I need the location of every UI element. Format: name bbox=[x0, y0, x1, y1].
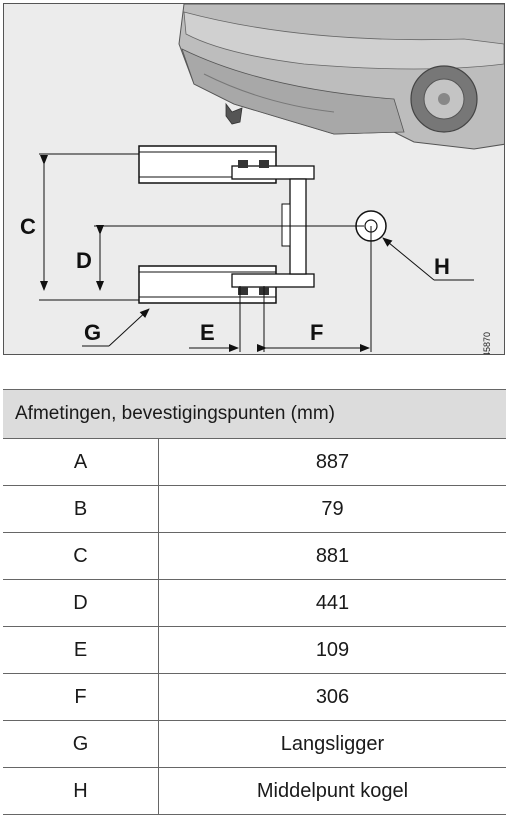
row-key: E bbox=[3, 626, 159, 674]
table-row: E 109 bbox=[3, 626, 506, 674]
label-d: D bbox=[76, 248, 92, 273]
row-key: F bbox=[3, 673, 159, 721]
row-key: A bbox=[3, 438, 159, 486]
table-header: Afmetingen, bevestigingspunten (mm) bbox=[3, 389, 506, 439]
row-value: 881 bbox=[158, 532, 506, 580]
row-key: H bbox=[3, 767, 159, 815]
dimension-lines bbox=[39, 153, 474, 352]
row-value: Langsligger bbox=[158, 720, 506, 768]
table-row: A 887 bbox=[3, 438, 506, 486]
table-row: C 881 bbox=[3, 532, 506, 580]
label-g: G bbox=[84, 320, 102, 345]
label-f: F bbox=[310, 320, 324, 345]
table-row: D 441 bbox=[3, 579, 506, 627]
row-value: 306 bbox=[158, 673, 506, 721]
mounting-diagram: C D E F G H G045870 bbox=[3, 3, 505, 355]
row-value: 109 bbox=[158, 626, 506, 674]
row-key: G bbox=[3, 720, 159, 768]
label-c: C bbox=[20, 214, 36, 239]
dimensions-table: Afmetingen, bevestigingspunten (mm) A 88… bbox=[3, 389, 506, 815]
label-h: H bbox=[434, 254, 450, 279]
car-rear-drawing bbox=[178, 4, 504, 150]
figure-code: G045870 bbox=[482, 332, 492, 355]
row-key: B bbox=[3, 485, 159, 533]
row-value: 441 bbox=[158, 579, 506, 627]
table-row: H Middelpunt kogel bbox=[3, 767, 506, 815]
diagram-drawing bbox=[39, 4, 504, 352]
row-value: Middelpunt kogel bbox=[158, 767, 506, 815]
row-key: D bbox=[3, 579, 159, 627]
label-e: E bbox=[200, 320, 215, 345]
table-row: F 306 bbox=[3, 673, 506, 721]
row-key: C bbox=[3, 532, 159, 580]
table-header-row: Afmetingen, bevestigingspunten (mm) bbox=[3, 389, 506, 439]
row-value: 79 bbox=[158, 485, 506, 533]
row-value: 887 bbox=[158, 438, 506, 486]
table-row: B 79 bbox=[3, 485, 506, 533]
table-row: G Langsligger bbox=[3, 720, 506, 768]
